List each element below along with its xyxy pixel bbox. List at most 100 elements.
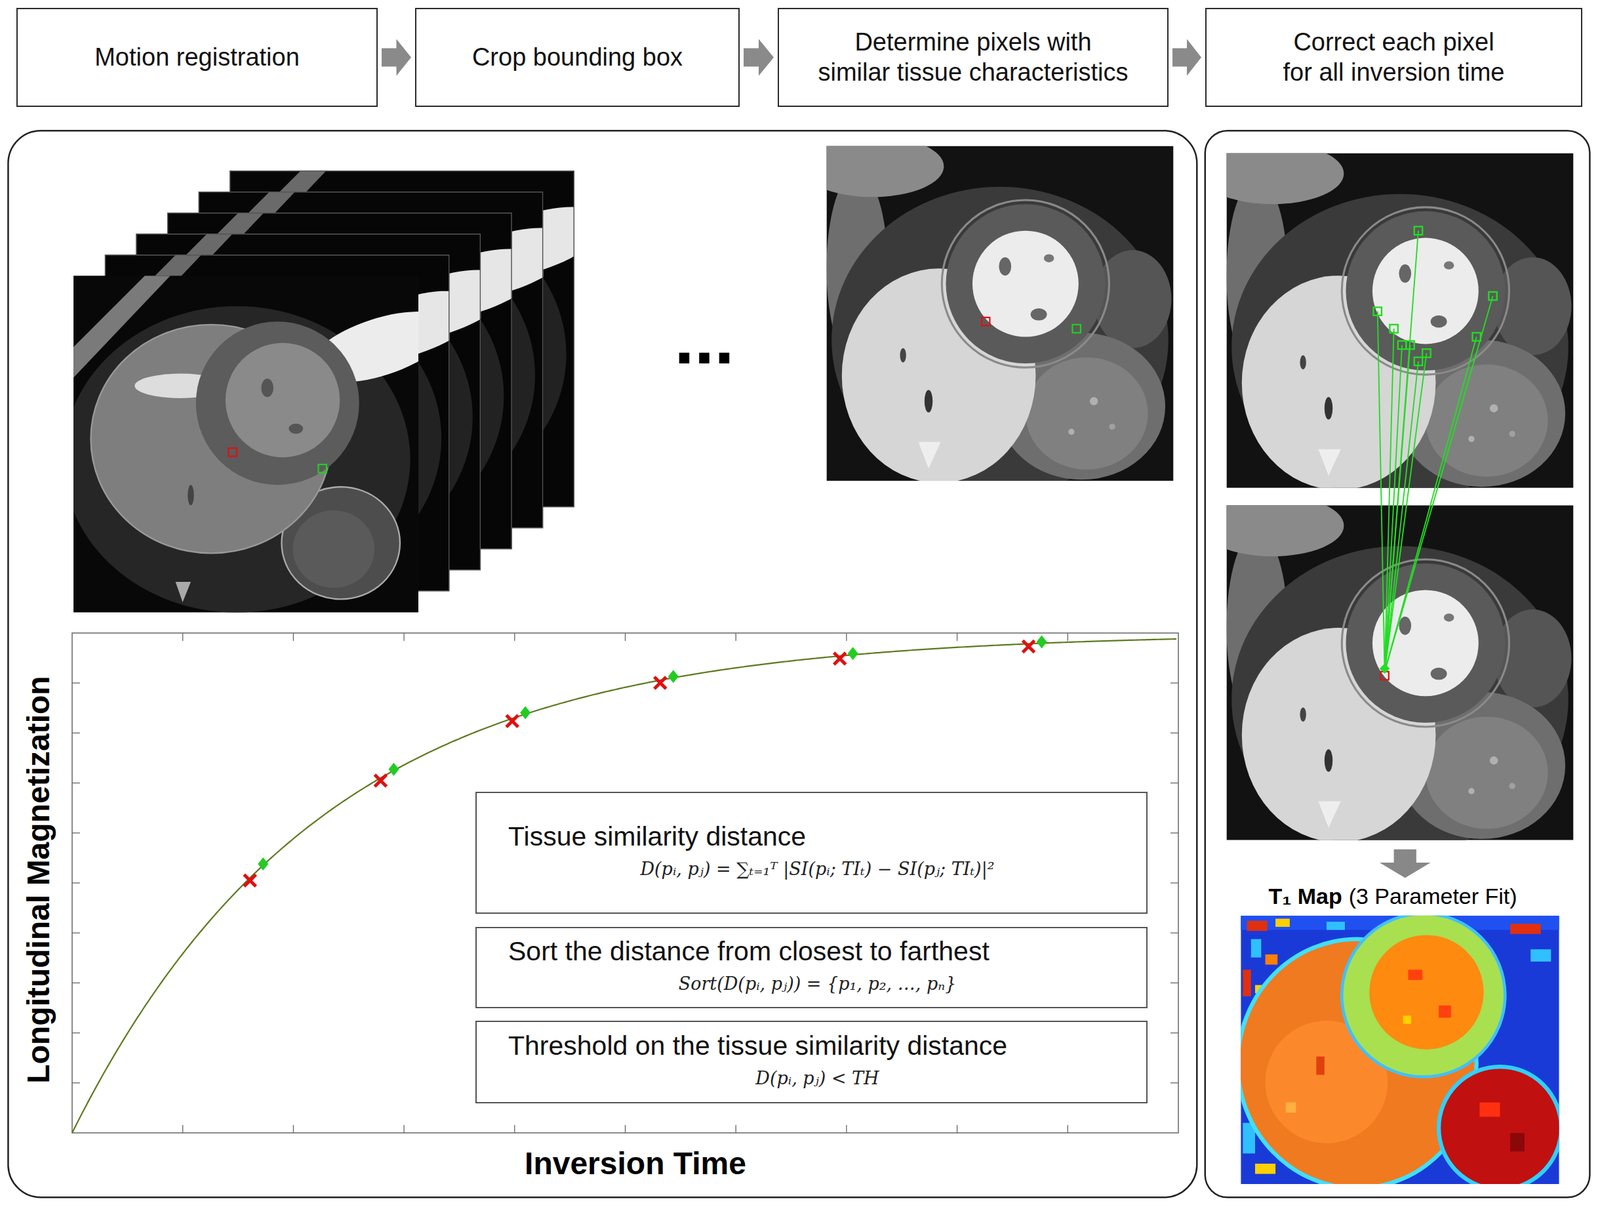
mri-correction-images-part-part bbox=[1384, 352, 1427, 672]
chart-axes-part bbox=[72, 682, 80, 684]
chart-axes-part bbox=[72, 932, 80, 934]
chart-axes-part bbox=[624, 1124, 626, 1133]
mri-correction-images-part-part bbox=[1377, 311, 1385, 672]
chart-axes-part bbox=[403, 632, 404, 641]
mri-correction-images-part-part bbox=[1414, 226, 1423, 235]
chart-axes-part bbox=[1067, 632, 1069, 641]
green-samples-part bbox=[847, 646, 859, 660]
chart-axes-part bbox=[72, 632, 1179, 1133]
chart-axes-part bbox=[1067, 1124, 1069, 1133]
chart-axes-part bbox=[72, 1081, 80, 1083]
chart-axes-part bbox=[293, 1124, 294, 1133]
chart-axes-part bbox=[72, 732, 80, 734]
t1-map-part bbox=[1326, 921, 1345, 930]
chart-axes-part bbox=[72, 1032, 80, 1033]
t1-map-part bbox=[1341, 915, 1505, 1077]
chart-axes-part bbox=[514, 1124, 515, 1133]
chart-axes-part bbox=[624, 632, 626, 641]
t1-map-part bbox=[1530, 948, 1551, 962]
mri-image-part bbox=[260, 378, 274, 397]
t1-map-part bbox=[1242, 969, 1251, 996]
ellipsis: ... bbox=[674, 302, 735, 375]
red-samples-part bbox=[654, 676, 667, 689]
formula-text: Sort(D(pᵢ, pⱼ)) = {p₁, p₂, …, pₙ} bbox=[508, 970, 1127, 998]
t1-map-part bbox=[1285, 1102, 1297, 1113]
mri-correction-images-part bbox=[1201, 142, 1574, 501]
green-samples-part bbox=[668, 669, 679, 683]
chart-axes-part bbox=[1170, 881, 1179, 883]
chart-axes bbox=[72, 632, 1179, 1133]
mri-correction-images-part-part bbox=[1384, 361, 1419, 672]
mri-correction-images-part-part bbox=[1414, 357, 1423, 366]
chart-axes-part bbox=[182, 632, 183, 641]
red-samples-part bbox=[506, 714, 519, 727]
pixel-marker bbox=[228, 447, 237, 456]
mri-correction-images-part-part bbox=[1398, 340, 1406, 349]
t1-map-part bbox=[1510, 923, 1541, 934]
recovery-curve bbox=[72, 638, 1177, 1133]
green-samples-part bbox=[388, 762, 399, 776]
chart-axes-part bbox=[72, 982, 80, 983]
chart-axes-part bbox=[1170, 1032, 1179, 1033]
down-arrow bbox=[1379, 849, 1431, 879]
block-arrow bbox=[1172, 39, 1202, 77]
mri-correction-images-part bbox=[1201, 495, 1574, 853]
t1-map-part bbox=[1403, 1015, 1412, 1023]
t1-map-part bbox=[1479, 1102, 1500, 1117]
mri-correction-images-part-part bbox=[1384, 337, 1477, 672]
mri-correction-images bbox=[1201, 142, 1574, 852]
step-label: Crop bounding box bbox=[472, 42, 683, 73]
chart-axes-part bbox=[182, 1124, 183, 1133]
t1-map-part bbox=[1438, 1005, 1452, 1018]
chart-axes-part bbox=[735, 632, 737, 641]
chart-axes-part bbox=[1170, 1081, 1179, 1083]
t1-map bbox=[1240, 915, 1560, 1184]
mri-correction-images-part-part bbox=[1422, 348, 1431, 357]
title-row: T₁ Map(3 Parameter Fit) bbox=[1268, 884, 1517, 907]
green-samples-part bbox=[520, 706, 531, 720]
mri-image bbox=[73, 275, 419, 613]
mri-image-part bbox=[293, 510, 375, 588]
map-subtitle: (3 Parameter Fit) bbox=[1348, 884, 1518, 907]
mri-correction-images-part-part bbox=[1488, 291, 1497, 300]
chart-axes-part bbox=[403, 1124, 404, 1133]
chart-axes-part bbox=[845, 632, 847, 641]
chart-axes-part bbox=[1170, 982, 1179, 983]
chart-axes-part bbox=[1170, 782, 1179, 783]
chart-axes-part bbox=[72, 881, 80, 883]
illustration-part bbox=[7, 130, 1590, 1197]
mri-correction-images-part-part bbox=[1373, 306, 1382, 315]
mri-correction-images-part bbox=[1377, 230, 1494, 672]
chart-axes-part bbox=[845, 1124, 847, 1133]
mri-late-image-part bbox=[801, 135, 1174, 494]
mri-correction-images-part bbox=[1379, 662, 1391, 674]
pixel-marker bbox=[318, 464, 327, 473]
t1-map-part bbox=[1369, 934, 1484, 1049]
mri-correction-images-part-part bbox=[1384, 295, 1494, 672]
chart-axes-part bbox=[735, 1124, 737, 1133]
process-box: Determine pixels with similar tissue cha… bbox=[777, 7, 1169, 107]
chart-axes-part bbox=[1170, 682, 1179, 684]
mri-image-part bbox=[196, 321, 360, 485]
mri-image-part bbox=[175, 581, 191, 602]
chart-axes-part bbox=[1170, 732, 1179, 734]
mri-image-part bbox=[225, 342, 340, 458]
mri-correction-images-part-part bbox=[1384, 344, 1402, 672]
chart-axes-part bbox=[956, 632, 958, 641]
chart-axes-part bbox=[1170, 932, 1179, 934]
t1-map-part bbox=[1407, 969, 1423, 980]
step-label: Motion registration bbox=[94, 42, 300, 73]
box-heading: Tissue similarity distance bbox=[508, 819, 1127, 854]
red-samples-part bbox=[374, 774, 387, 787]
mri-correction-images-part bbox=[1373, 226, 1498, 366]
chart-axes-part bbox=[1170, 832, 1179, 833]
block-arrow bbox=[743, 39, 774, 77]
t1-map-part bbox=[1265, 954, 1279, 965]
t1-map-part bbox=[1247, 920, 1268, 932]
t1-map-part bbox=[1255, 1163, 1276, 1174]
formula-text: D(pᵢ, pⱼ) < TH bbox=[508, 1064, 1127, 1092]
red-samples bbox=[243, 640, 1035, 886]
